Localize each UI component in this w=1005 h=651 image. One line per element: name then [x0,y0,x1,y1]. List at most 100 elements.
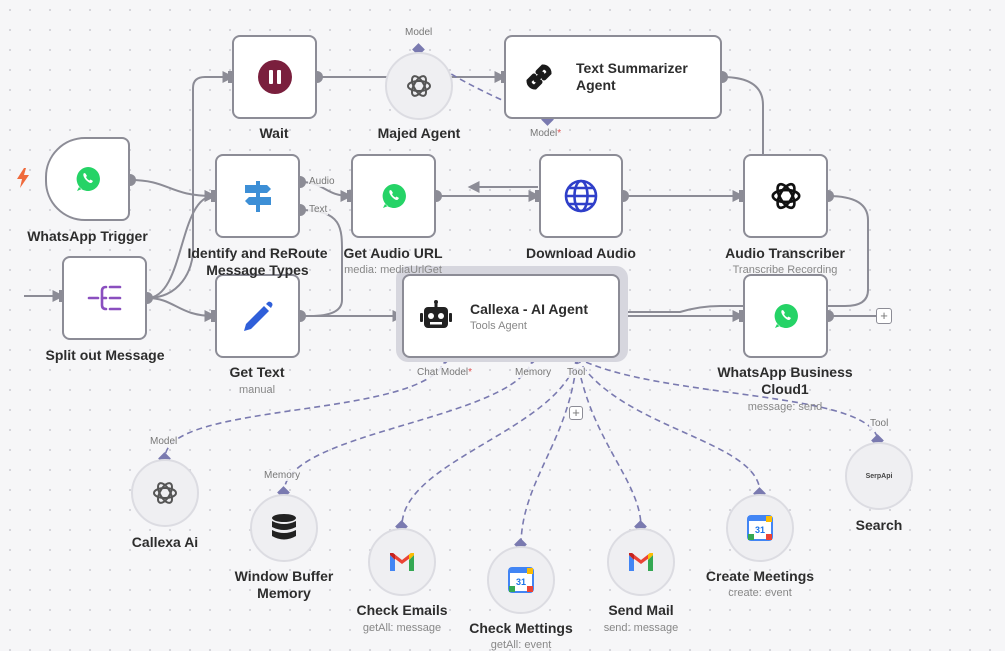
node-checkemails-sub: getAll: message [362,622,442,634]
edge-transcriber-callexa [400,195,869,313]
robot-icon [420,300,452,328]
edge-split-identify [146,190,217,299]
node-callexa-ai-model[interactable] [131,459,199,527]
edge-tool-checkmeetings [520,357,578,545]
link-icon [526,64,552,90]
edge-trigger-identify [129,179,217,202]
split-icon [87,285,121,311]
node-transcriber-label: Audio Transcriber [725,245,845,261]
whatsapp-icon [774,304,798,328]
node-transcriber-sub: Transcribe Recording [732,264,838,276]
in-wait[interactable] [228,71,233,83]
node-search-label: Search [855,517,903,533]
edge-tool-createmeetings [576,357,761,494]
node-createmeetings-label: Create Meetings [705,568,815,584]
signpost-icon [244,181,271,212]
in-summarizer[interactable] [501,71,506,83]
port-label-buffer-memory: Memory [263,470,302,481]
node-callexa-ai-agent[interactable]: Callexa - AI Agent Tools Agent [402,274,620,358]
in-split[interactable] [59,290,64,302]
port-label-chatmodel: Chat Model* [416,367,474,378]
port-label-majed-model: Model [404,27,434,38]
globe-icon [564,179,598,213]
port-label-text: Text [308,204,329,215]
node-download-audio[interactable] [539,154,623,238]
node-identify-label: Identify and ReRoute Message Types [187,245,328,278]
in-download[interactable] [535,190,540,202]
edge-tool-checkemails [401,357,578,527]
google-calendar-icon: 31 [747,515,773,541]
edge-summarizer-transcriber [721,76,764,154]
node-download-label: Download Audio [526,245,636,261]
node-createmeetings-sub: create: event [728,587,792,599]
node-identify-reroute[interactable] [215,154,300,238]
node-callexa-title: Callexa - AI Agent [470,300,588,317]
gmail-icon [629,553,653,571]
whatsapp-icon [76,167,100,191]
node-whatsapp-business[interactable] [743,274,828,358]
node-buffer-label: Window Buffer Memory [234,568,334,601]
port-label-summarizer-model: Model* [529,128,563,139]
node-split-out-message[interactable] [62,256,147,340]
openai-icon [407,75,431,97]
in-transcriber[interactable] [739,190,744,202]
add-tool-button[interactable]: + [569,406,583,420]
add-node-button[interactable]: + [876,308,892,324]
gmail-icon [390,553,414,571]
node-callexaai-label: Callexa Ai [131,534,199,550]
plus-icon: + [572,405,580,420]
node-checkmeetings-label: Check Mettings [469,620,573,636]
node-create-meetings[interactable]: 31 [726,494,794,562]
node-checkmeetings-sub: getAll: event [490,639,552,651]
pencil-icon [243,301,272,331]
node-check-meetings[interactable]: 31 [487,546,555,614]
edge-split-gettext [146,297,217,322]
edge-tool-search [576,357,879,441]
node-split-label: Split out Message [45,347,165,363]
openai-icon [153,482,177,504]
node-wait[interactable] [232,35,317,119]
node-majed-label: Majed Agent [377,125,461,141]
port-label-audio: Audio [308,176,336,187]
node-sendmail-label: Send Mail [608,602,674,618]
svg-text:31: 31 [755,525,765,535]
node-callexa-sub: Tools Agent [470,319,527,332]
in-wabusiness[interactable] [739,310,744,322]
node-window-buffer-memory[interactable] [250,494,318,562]
edge-split-wait [146,71,235,299]
node-wabusiness-label: WhatsApp Business Cloud1 [717,364,853,397]
port-label-callexaai-model: Model [149,436,179,447]
node-wabusiness-sub: message: send [747,401,823,413]
node-send-mail[interactable] [607,528,675,596]
node-audio-transcriber[interactable] [743,154,828,238]
port-label-search-tool: Tool [869,418,890,429]
node-audiourl-label: Get Audio URL [343,245,443,261]
lightning-icon [17,168,29,188]
node-whatsapp-trigger[interactable] [45,137,130,221]
node-check-emails[interactable] [368,528,436,596]
node-get-text[interactable] [215,274,300,358]
port-label-memory: Memory [514,367,553,378]
node-summarizer-title: Text Summarizer Agent [576,60,688,93]
node-wait-label: Wait [259,125,289,141]
edge-tool-sendmail [576,357,642,527]
in-audiourl[interactable] [347,190,352,202]
serpapi-logo: SerpApi [865,472,893,480]
node-gettext-sub: manual [238,384,276,396]
svg-text:31: 31 [516,577,526,587]
node-gettext-label: Get Text [229,364,285,380]
node-text-summarizer[interactable]: Text Summarizer Agent [504,35,722,119]
node-checkemails-label: Check Emails [356,602,448,618]
in-identify[interactable] [211,190,216,202]
in-gettext[interactable] [211,310,216,322]
node-callexa-text: Callexa - AI Agent Tools Agent [470,301,588,332]
node-trigger-label: WhatsApp Trigger [27,228,148,244]
database-icon [272,514,296,540]
node-get-audio-url[interactable] [351,154,436,238]
node-search[interactable]: SerpApi [845,442,913,510]
node-majed-agent[interactable] [385,52,453,120]
node-audiourl-sub: media: mediaUrlGet [344,264,442,276]
port-label-tool: Tool [566,367,587,378]
whatsapp-icon [382,184,406,208]
pause-icon [257,60,292,94]
